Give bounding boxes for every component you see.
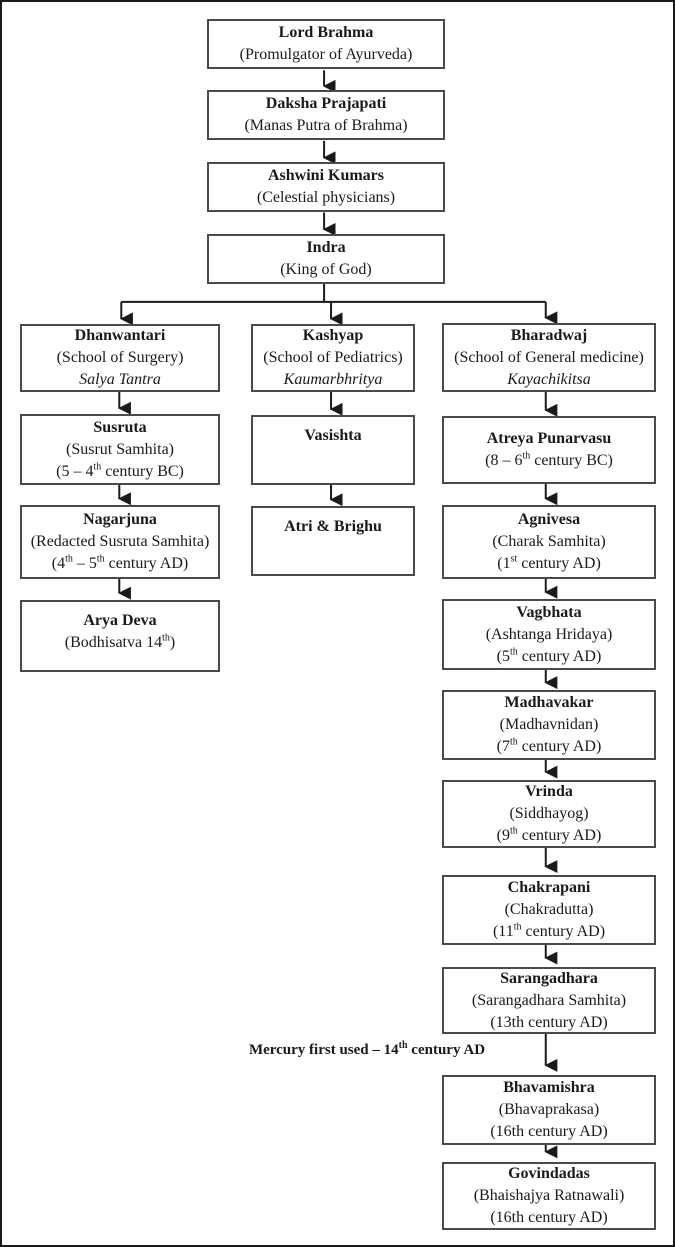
node-arya-deva: Arya Deva (Bodhisatva 14th) xyxy=(20,600,220,672)
node-title: Sarangadhara xyxy=(500,969,598,987)
node-detail: (Promulgator of Ayurveda) xyxy=(239,46,413,63)
node-sarangadhara: Sarangadhara (Sarangadhara Samhita) (13t… xyxy=(442,967,656,1034)
node-detail: (Redacted Susruta Samhita) xyxy=(30,533,210,550)
node-title: Ashwini Kumars xyxy=(267,167,385,184)
node-detail: (Bhavaprakasa) xyxy=(498,1101,600,1118)
node-school-name: Kaumarbhritya xyxy=(283,371,383,388)
node-title: Chakrapani xyxy=(507,879,591,896)
node-detail: (Celestial physicians) xyxy=(256,189,396,206)
node-detail: (Bodhisatva 14th) xyxy=(64,632,176,651)
node-title: Daksha Prajapati xyxy=(265,95,387,112)
node-detail: (Chakradutta) xyxy=(504,901,594,918)
node-daksha-prajapati: Daksha Prajapati (Manas Putra of Brahma) xyxy=(207,90,445,140)
node-period: (11th century AD) xyxy=(492,921,606,940)
node-title: Vagbhata xyxy=(516,603,582,621)
node-detail: (School of Pediatrics) xyxy=(263,349,403,366)
node-period: (1st century AD) xyxy=(497,553,601,572)
node-atreya-punarvasu: Atreya Punarvasu (8 – 6th century BC) xyxy=(442,416,656,484)
node-govindadas: Govindadas (Bhaishajya Ratnawali) (16th … xyxy=(442,1162,656,1230)
node-title: Agnivesa xyxy=(517,511,581,528)
node-susruta: Susruta (Susrut Samhita) (5 – 4th centur… xyxy=(20,414,220,485)
node-title: Kashyap xyxy=(302,327,364,344)
node-vrinda: Vrinda (Siddhayog) (9th century AD) xyxy=(442,780,656,848)
node-madhavakar: Madhavakar (Madhavnidan) (7th century AD… xyxy=(442,690,656,760)
node-detail: (Susrut Samhita) xyxy=(66,440,174,458)
node-detail: (Sarangadhara Samhita) xyxy=(471,991,627,1009)
node-title: Indra xyxy=(306,239,346,256)
node-bharadwaj: Bharadwaj (School of General medicine) K… xyxy=(442,323,656,392)
node-detail: (Madhavnidan) xyxy=(499,716,599,733)
node-title: Susruta xyxy=(93,418,147,436)
node-detail: (Bhaishajya Ratnawali) xyxy=(473,1187,625,1204)
node-title: Atreya Punarvasu xyxy=(486,430,612,447)
node-bhavamishra: Bhavamishra (Bhavaprakasa) (16th century… xyxy=(442,1075,656,1145)
node-title: Govindadas xyxy=(508,1165,590,1182)
node-vagbhata: Vagbhata (Ashtanga Hridaya) (5th century… xyxy=(442,599,656,670)
node-title: Bharadwaj xyxy=(510,326,588,344)
node-detail: (Ashtanga Hridaya) xyxy=(485,625,613,643)
node-ashwini-kumars: Ashwini Kumars (Celestial physicians) xyxy=(207,162,445,212)
node-period: (5th century AD) xyxy=(496,646,602,665)
node-detail: (Manas Putra of Brahma) xyxy=(244,117,408,134)
node-detail: (Siddhayog) xyxy=(509,805,589,822)
node-vasishta: Vasishta xyxy=(251,415,415,485)
node-detail: (Charak Samhita) xyxy=(492,533,606,550)
node-school-name: Salya Tantra xyxy=(79,371,161,388)
node-atri-brighu: Atri & Brighu xyxy=(251,506,415,576)
node-chakrapani: Chakrapani (Chakradutta) (11th century A… xyxy=(442,875,656,945)
node-period: (5 – 4th century BC) xyxy=(56,461,184,480)
node-title: Bhavamishra xyxy=(503,1079,595,1096)
node-lord-brahma: Lord Brahma (Promulgator of Ayurveda) xyxy=(207,19,445,69)
node-period: (4th – 5th century AD) xyxy=(51,553,189,572)
node-title: Arya Deva xyxy=(83,612,157,629)
node-period: (16th century AD) xyxy=(490,1123,608,1140)
node-period: (8 – 6th century BC) xyxy=(485,450,613,469)
node-detail: (School of Surgery) xyxy=(56,349,184,366)
node-title: Vrinda xyxy=(525,783,573,800)
node-title: Atri & Brighu xyxy=(284,518,382,535)
mercury-note: Mercury first used – 14th century AD xyxy=(248,1040,486,1059)
node-indra: Indra (King of God) xyxy=(207,234,445,284)
node-period: (16th century AD) xyxy=(490,1209,608,1226)
node-title: Madhavakar xyxy=(504,694,594,711)
node-agnivesa: Agnivesa (Charak Samhita) (1st century A… xyxy=(442,505,656,579)
node-detail: (School of General medicine) xyxy=(454,348,644,366)
node-school-name: Kayachikitsa xyxy=(507,370,591,388)
node-title: Lord Brahma xyxy=(278,24,374,41)
node-kashyap: Kashyap (School of Pediatrics) Kaumarbhr… xyxy=(251,324,415,392)
node-nagarjuna: Nagarjuna (Redacted Susruta Samhita) (4t… xyxy=(20,505,220,579)
node-detail: (King of God) xyxy=(280,261,372,278)
node-period: (13th century AD) xyxy=(490,1013,608,1031)
node-dhanwantari: Dhanwantari (School of Surgery) Salya Ta… xyxy=(20,324,220,392)
node-title: Nagarjuna xyxy=(83,511,157,528)
node-period: (7th century AD) xyxy=(496,736,602,755)
node-title: Dhanwantari xyxy=(74,327,166,344)
node-title: Vasishta xyxy=(304,427,362,444)
node-period: (9th century AD) xyxy=(496,825,602,844)
